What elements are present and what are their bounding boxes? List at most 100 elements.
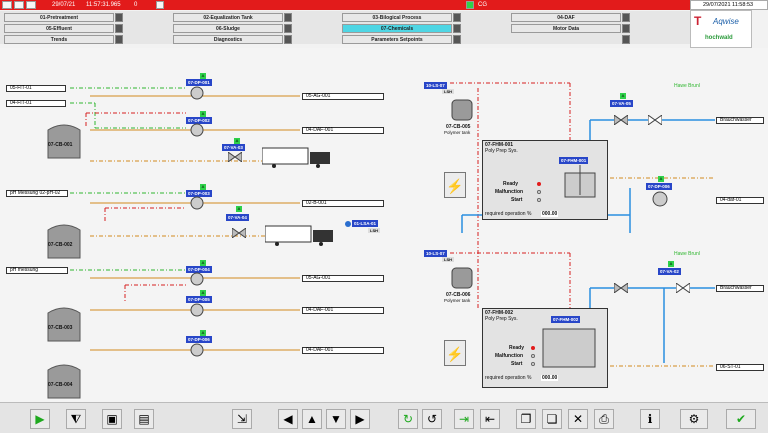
input-04-fit-01[interactable]: 04-FIT-01 [6, 100, 66, 107]
fhm-tag[interactable]: 07-FHM-001 [559, 157, 589, 164]
ls-tag-1[interactable]: 10-LS-07 [424, 82, 447, 89]
home-icon[interactable] [2, 1, 12, 9]
menu-equalization-tank[interactable]: 02-Equalization Tank [173, 13, 283, 22]
delete-icon[interactable]: ✕ [568, 409, 588, 429]
output-04-daf-01[interactable]: 04-daf-01 [716, 197, 764, 204]
tank-07-cb-004[interactable]: 07-CB-004 [46, 360, 82, 400]
output-05-ag-001[interactable]: 05-AG-001 [302, 93, 384, 100]
dropdown-icon[interactable] [115, 13, 123, 22]
output-04-daf-001-c[interactable]: 04-DAF-001 [302, 347, 384, 354]
lightning-button-2[interactable]: ⚡ [444, 340, 466, 366]
pump-tag-07-dp-006-right[interactable]: 07-DP-006 [646, 183, 672, 190]
required-operation-value[interactable]: 000.00 [541, 211, 559, 217]
polymer-tank-icon[interactable] [451, 264, 473, 290]
filter-icon[interactable]: ⧨ [66, 409, 86, 429]
copy-icon[interactable]: ❐ [516, 409, 536, 429]
user-icon[interactable] [26, 1, 36, 9]
fhm-tag[interactable]: 07-FHM-002 [551, 316, 581, 323]
lsa-tag[interactable]: 01-LSA-01 [352, 220, 379, 227]
dropdown-icon[interactable] [622, 24, 630, 33]
fhm-002-panel[interactable]: 07-FHM-002 Poly Prep Sys. 07-FHM-002 Rea… [482, 308, 608, 388]
arrow-right-icon[interactable]: ▶ [350, 409, 370, 429]
settings-icon[interactable]: ⚙ [680, 409, 708, 429]
info-icon[interactable]: ℹ [640, 409, 660, 429]
ls-tag-2[interactable]: 10-LS-07 [424, 250, 447, 257]
output-04-daf-001-b[interactable]: 04-DAF-001 [302, 307, 384, 314]
arrow-down-icon[interactable]: ▼ [326, 409, 346, 429]
input-05-fit-01[interactable]: 05-FIT-01 [6, 85, 66, 92]
pump-icon[interactable] [190, 343, 204, 357]
pump-tag-07-dp-006[interactable]: 07-DP-006 [186, 336, 212, 343]
play-icon[interactable]: ▶ [30, 409, 50, 429]
pump-icon[interactable] [190, 123, 204, 137]
dropdown-icon[interactable] [284, 24, 292, 33]
print-icon[interactable]: ⎙ [594, 409, 614, 429]
brauchwasser-input[interactable]: Brauchwasser [716, 117, 764, 124]
pump-tag-07-dp-001[interactable]: 07-DP-001 [186, 79, 212, 86]
valve-icon[interactable] [648, 115, 662, 125]
input-ph-messung-02[interactable]: pH Messung 02-pH-02 [6, 190, 68, 197]
output-02-b-001[interactable]: 02-B-001 [302, 200, 384, 207]
folder-icon[interactable]: ▣ [102, 409, 122, 429]
menu-diagnostics[interactable]: Diagnostics [173, 35, 283, 44]
pump-icon[interactable] [190, 196, 204, 210]
refresh-icon[interactable]: ↻ [398, 409, 418, 429]
arrow-up-icon[interactable]: ▲ [302, 409, 322, 429]
lightning-button[interactable]: ⚡ [444, 172, 466, 198]
output-06-st-01[interactable]: 06-ST-01 [716, 364, 764, 371]
dropdown-icon[interactable] [115, 35, 123, 44]
brauchwasser-input-2[interactable]: Brauchwasser [716, 285, 764, 292]
export-icon[interactable]: ⇲ [232, 409, 252, 429]
pump-tag-07-dp-005[interactable]: 07-DP-005 [186, 296, 212, 303]
menu-biological-process[interactable]: 03-Bilogical Process [342, 13, 452, 22]
export-arrow-icon[interactable]: ⇤ [480, 409, 500, 429]
valve-tag-07-va-02[interactable]: 07-VA-02 [658, 268, 681, 275]
dropdown-icon[interactable] [284, 13, 292, 22]
input-ph-messung[interactable]: pH messung [6, 267, 68, 274]
menu-effluent[interactable]: 05-Effluent [4, 24, 114, 33]
pump-tag-07-dp-002[interactable]: 07-DP-002 [186, 117, 212, 124]
fhm-001-panel[interactable]: 07-FHM-001 Poly Prep Sys. 07-FHM-001 Rea… [482, 140, 608, 220]
valve-icon[interactable] [228, 152, 242, 162]
pump-icon[interactable] [652, 191, 668, 207]
dropdown-icon[interactable] [115, 24, 123, 33]
polymer-tank-icon[interactable] [451, 96, 473, 122]
tank-07-cb-003[interactable]: 07-CB-003 [46, 303, 82, 343]
menu-parameters-setpoints[interactable]: Parameters Setpoints [342, 35, 452, 44]
pump-icon[interactable] [190, 86, 204, 100]
required-operation-value[interactable]: 000.00 [541, 375, 559, 381]
valve-tag-07-va-04[interactable]: 07-VA-04 [226, 214, 249, 221]
menu-sludge[interactable]: 06-Sludge [173, 24, 283, 33]
valve-tag-07-va-03[interactable]: 07-VA-03 [222, 144, 245, 151]
pump-tag-07-dp-003[interactable]: 07-DP-003 [186, 190, 212, 197]
menu-motor-data[interactable]: Motor Data [511, 24, 621, 33]
menu-trends[interactable]: Trends [4, 35, 114, 44]
import-icon[interactable]: ⇥ [454, 409, 474, 429]
warning-icon[interactable] [14, 1, 24, 9]
valve-tag-07-va-05[interactable]: 07-VA-05 [610, 100, 633, 107]
tank-07-cb-001[interactable]: 07-CB-001 [46, 120, 82, 160]
valve-icon[interactable] [614, 283, 628, 293]
alarm-toggle[interactable] [156, 1, 164, 9]
menu-pretreatment[interactable]: 01-Pretreatment [4, 13, 114, 22]
arrow-left-icon[interactable]: ◀ [278, 409, 298, 429]
valve-icon[interactable] [614, 115, 628, 125]
menu-daf[interactable]: 04-DAF [511, 13, 621, 22]
pump-tag-07-dp-004[interactable]: 07-DP-004 [186, 266, 212, 273]
pump-icon[interactable] [190, 303, 204, 317]
paste-icon[interactable]: ❏ [542, 409, 562, 429]
dropdown-icon[interactable] [622, 13, 630, 22]
dropdown-icon[interactable] [622, 35, 630, 44]
valve-icon[interactable] [676, 283, 690, 293]
valve-icon[interactable] [232, 228, 246, 238]
rotate-icon[interactable]: ↺ [422, 409, 442, 429]
menu-chemicals[interactable]: 07-Chemicals [342, 24, 452, 33]
output-05-ag-001-b[interactable]: 05-AG-001 [302, 275, 384, 282]
dropdown-icon[interactable] [453, 24, 461, 33]
confirm-check-icon[interactable]: ✔ [726, 409, 756, 429]
output-04-daf-001[interactable]: 04-DAF-001 [302, 127, 384, 134]
document-icon[interactable]: ▤ [134, 409, 154, 429]
dropdown-icon[interactable] [284, 35, 292, 44]
tank-07-cb-002[interactable]: 07-CB-002 [46, 220, 82, 260]
dropdown-icon[interactable] [453, 35, 461, 44]
